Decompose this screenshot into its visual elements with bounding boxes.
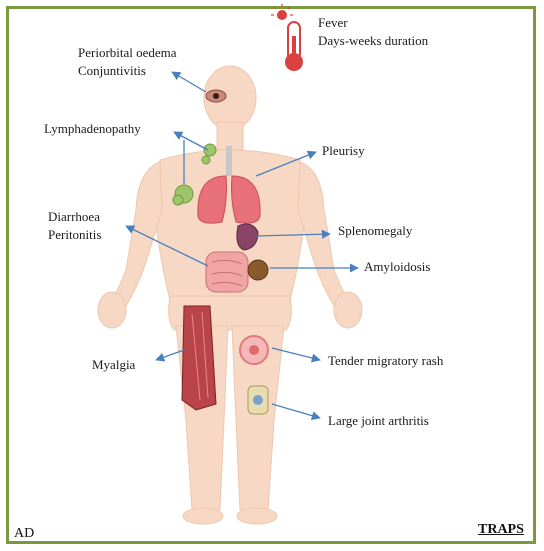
conjunctivitis-label: Conjuntivitis — [78, 62, 146, 80]
corner-right-label: TRAPS — [478, 522, 524, 538]
peritonitis-label: Peritonitis — [48, 226, 101, 244]
arthritis-label: Large joint arthritis — [328, 412, 429, 430]
rash-icon — [240, 336, 268, 364]
corner-left-label: AD — [14, 526, 34, 542]
myalgia-label: Myalgia — [92, 356, 135, 374]
muscle-icon — [182, 306, 216, 410]
rash-label: Tender migratory rash — [328, 352, 443, 370]
periorbital-label: Periorbital oedema — [78, 44, 177, 62]
eye-icon — [206, 90, 226, 102]
intestine-icon — [206, 252, 248, 292]
splenomegaly-label: Splenomegaly — [338, 222, 412, 240]
pleurisy-label: Pleurisy — [322, 142, 365, 160]
lymphadenopathy-label: Lymphadenopathy — [44, 120, 141, 138]
diarrhoea-label: Diarrhoea — [48, 208, 100, 226]
thermometer-icon — [271, 4, 303, 71]
amyloidosis-label: Amyloidosis — [364, 258, 430, 276]
arrow-arthritis — [272, 404, 320, 418]
arrow-periorbital — [172, 72, 206, 92]
fever-duration-label: Days-weeks duration — [318, 32, 428, 50]
arrow-lymph-1 — [174, 132, 208, 150]
knee-joint-icon — [248, 386, 268, 414]
fever-label: Fever — [318, 14, 348, 32]
amyloid-icon — [248, 260, 268, 280]
